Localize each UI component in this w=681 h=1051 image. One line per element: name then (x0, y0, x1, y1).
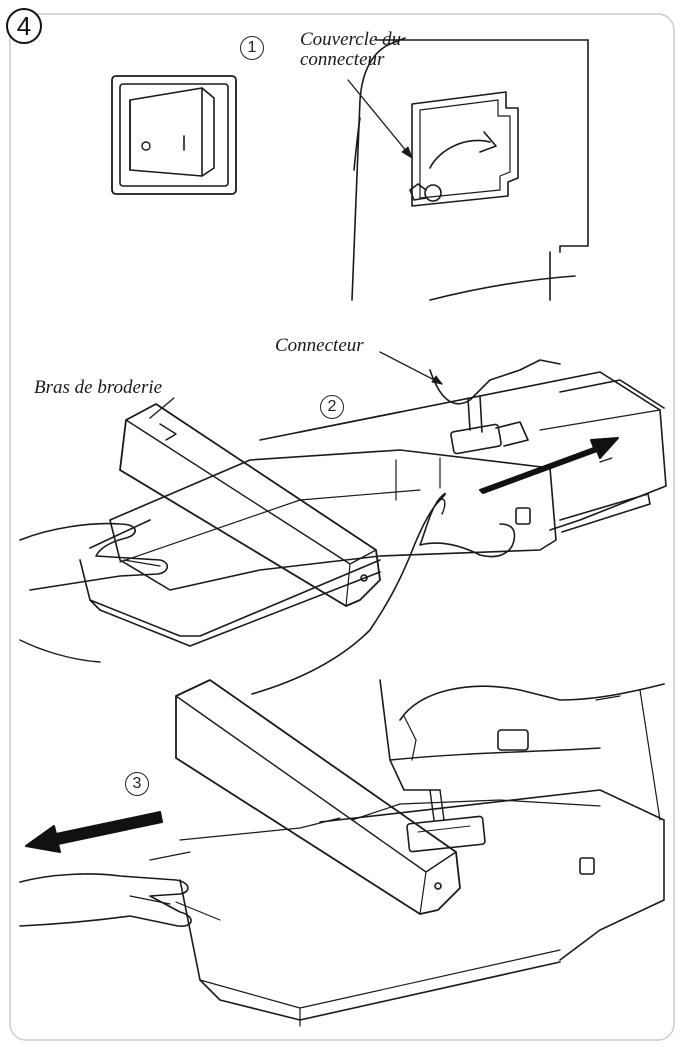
figure-number-badge: 4 (6, 8, 42, 44)
switch-off-label: O (141, 139, 142, 140)
embroidery-arm-label: Bras de broderie (34, 378, 162, 398)
connector-cover-label: Couvercle du connecteur (300, 30, 401, 70)
switch-off-mark (142, 142, 150, 150)
push-arrow (480, 438, 618, 493)
machine-side-panel (352, 38, 588, 300)
step-2-marker: 2 (320, 395, 344, 419)
connector-label: Connecteur (275, 336, 364, 356)
connector-cover (410, 92, 518, 206)
step-1-marker: 1 (240, 36, 264, 60)
machine-with-arm-removing (20, 680, 664, 1026)
power-switch (112, 76, 236, 194)
step-3-marker: 3 (125, 772, 149, 796)
figure-number: 4 (17, 11, 31, 42)
pull-arrow (26, 812, 162, 852)
